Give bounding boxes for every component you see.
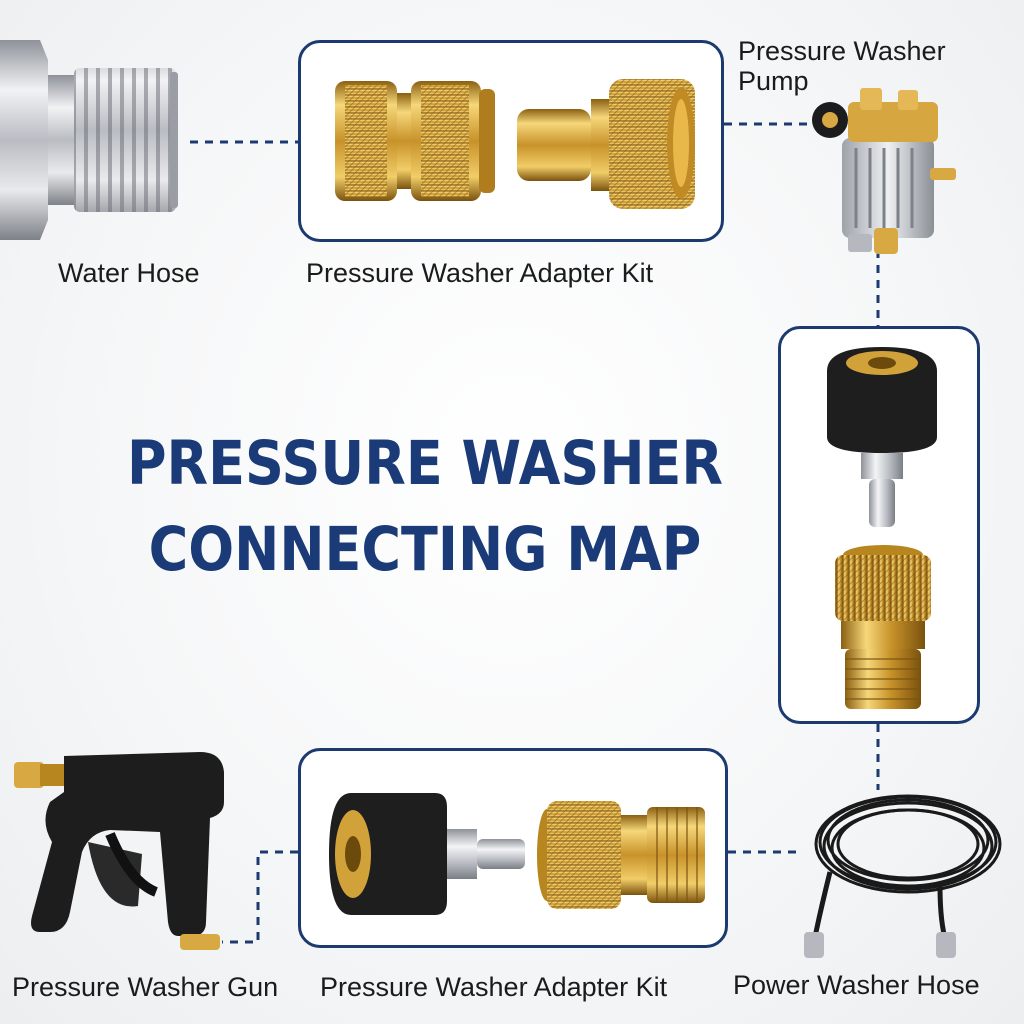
coiled-hose-icon xyxy=(804,794,1002,958)
brass-male-plug-icon xyxy=(517,79,695,209)
adapter-kit-right-box xyxy=(778,326,980,724)
brass-quick-coupler-icon xyxy=(335,81,495,201)
brass-coupler-male-thread-icon xyxy=(835,545,931,709)
label-pump-line1: Pressure Washer xyxy=(738,36,946,66)
pressure-washer-pump-icon xyxy=(812,88,956,254)
label-gun: Pressure Washer Gun xyxy=(12,972,279,1002)
label-power-hose: Power Washer Hose xyxy=(733,970,980,1000)
m22-coupler-steel-plug-icon xyxy=(827,347,937,527)
adapter-kit-bottom-box xyxy=(298,748,728,948)
label-pump-line2: Pump xyxy=(738,66,809,96)
page-title-line1: PRESSURE WASHER xyxy=(126,428,723,499)
page-title-line2: CONNECTING MAP xyxy=(148,514,702,585)
m22-coupler-steel-plug-horizontal-icon xyxy=(329,793,525,915)
label-adapter-kit-top: Pressure Washer Adapter Kit xyxy=(306,258,654,288)
brass-coupler-horizontal-icon xyxy=(537,801,705,909)
water-hose-fitting-icon xyxy=(0,40,178,240)
label-water-hose: Water Hose xyxy=(58,258,200,288)
spray-gun-icon xyxy=(14,752,224,950)
adapter-kit-top-box xyxy=(298,40,724,242)
label-adapter-kit-bottom: Pressure Washer Adapter Kit xyxy=(320,972,668,1002)
